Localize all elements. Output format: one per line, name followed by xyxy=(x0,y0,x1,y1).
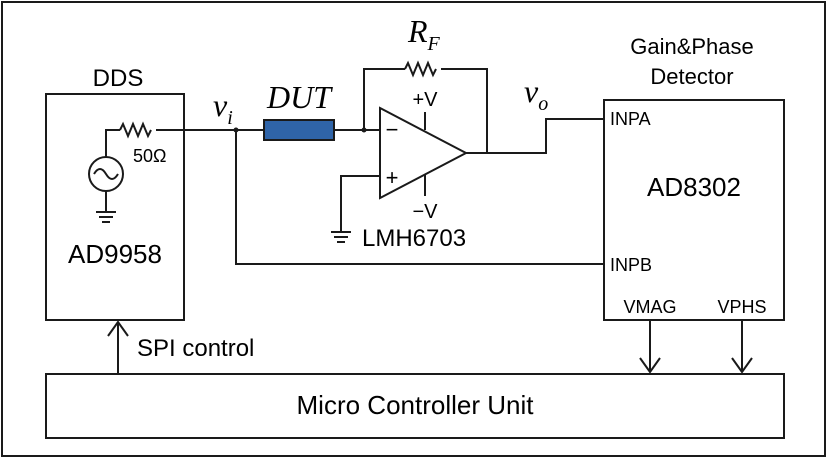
opamp-symbol xyxy=(379,106,469,200)
pin-inpb-label: INPB xyxy=(610,255,652,275)
output-wire-vo xyxy=(466,118,604,154)
dds-title: DDS xyxy=(93,65,144,92)
feedback-resistor-icon xyxy=(404,60,437,78)
dut-component xyxy=(263,119,335,141)
pin-vphs-label: VPHS xyxy=(717,297,766,317)
resistor-50ohm-icon xyxy=(119,121,152,139)
dut-label: DUT xyxy=(266,79,333,115)
reference-wire-inpb xyxy=(235,130,604,265)
pin-vmag-label: VMAG xyxy=(623,297,676,317)
pos-supply-label: +V xyxy=(412,89,438,111)
feedback-right-wire xyxy=(441,68,488,154)
opamp-ground-icon xyxy=(331,231,351,243)
rf-label: RF xyxy=(407,13,441,55)
resistor-50ohm-label: 50Ω xyxy=(133,146,166,166)
opamp-minus-sign: − xyxy=(386,117,399,142)
dds-block xyxy=(45,93,185,321)
feedback-left-wire xyxy=(363,68,405,130)
mcu-label: Micro Controller Unit xyxy=(297,390,535,420)
neg-supply-label: −V xyxy=(412,201,438,223)
plus-input-ground-wire xyxy=(340,175,380,232)
detector-chip-label: AD8302 xyxy=(647,172,741,202)
detector-block xyxy=(603,99,785,321)
source-top-wire xyxy=(105,129,120,157)
opamp-chip-label: LMH6703 xyxy=(362,225,466,252)
spi-control-label: SPI control xyxy=(137,335,254,362)
mcu-block xyxy=(45,373,785,439)
sine-wave-icon xyxy=(93,168,119,180)
ground-icon xyxy=(96,211,116,223)
vo-label: vo xyxy=(524,73,548,115)
vphs-arrow-icon xyxy=(731,357,753,374)
detector-title-line2: Detector xyxy=(650,64,733,89)
vmag-arrow-icon xyxy=(639,357,661,374)
detector-title-line1: Gain&Phase xyxy=(630,34,754,59)
dds-chip-label: AD9958 xyxy=(68,239,162,269)
vi-label: vi xyxy=(213,87,233,129)
opamp-plus-sign: + xyxy=(386,165,399,190)
spi-arrow-icon xyxy=(107,320,129,337)
pin-inpa-label: INPA xyxy=(610,109,651,129)
